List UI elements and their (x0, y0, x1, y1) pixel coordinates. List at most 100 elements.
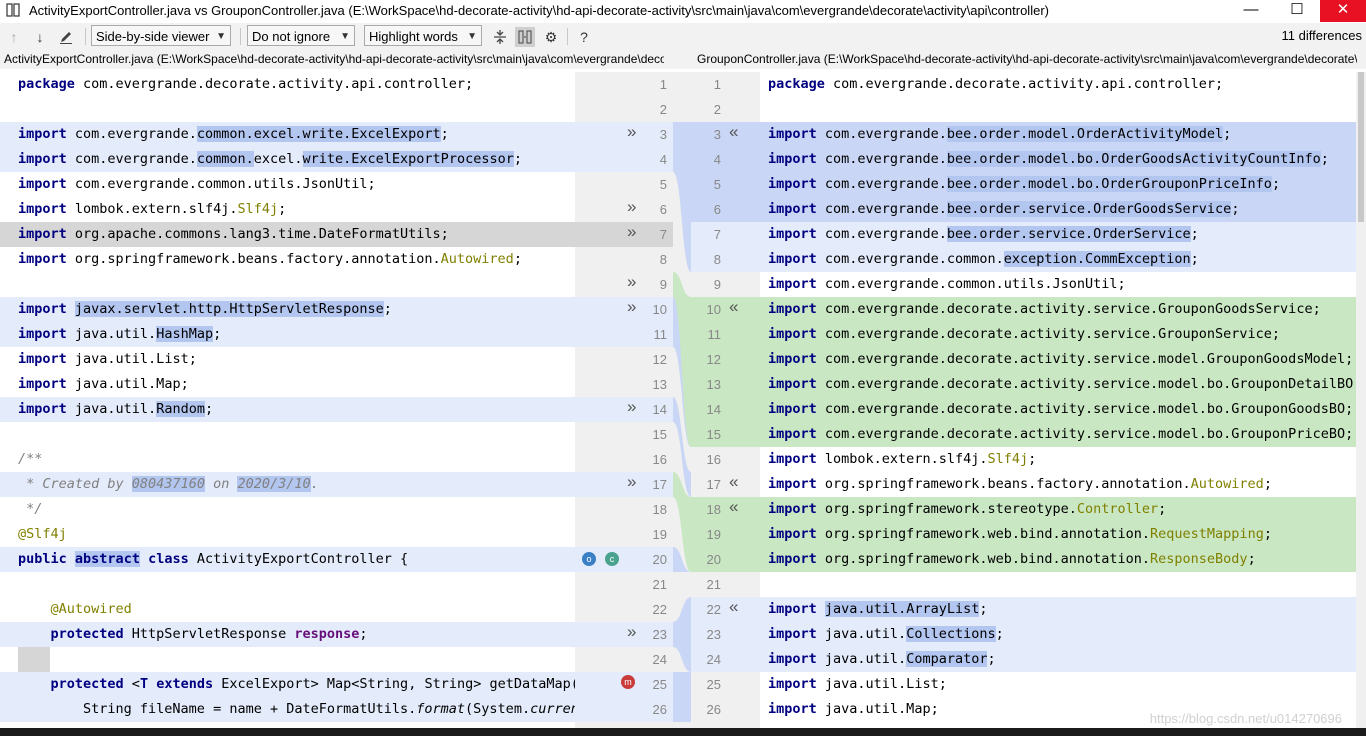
left-code-line[interactable]: package com.evergrande.decorate.activity… (0, 72, 575, 97)
left-code-line[interactable] (0, 572, 575, 597)
class-icon[interactable]: c (605, 552, 619, 566)
left-code-line[interactable]: import org.apache.commons.lang3.time.Dat… (0, 222, 575, 247)
left-code-line[interactable]: import lombok.extern.slf4j.Slf4j; (0, 197, 575, 222)
left-editor-pane[interactable]: package com.evergrande.decorate.activity… (0, 72, 575, 728)
right-code-line[interactable]: import org.springframework.web.bind.anno… (760, 522, 1356, 547)
right-code-line[interactable]: import com.evergrande.decorate.activity.… (760, 322, 1356, 347)
left-code-line[interactable]: import org.springframework.beans.factory… (0, 247, 575, 272)
chevron-down-icon: ▼ (216, 31, 226, 42)
left-code-text: import com.evergrande.common.excel.write… (18, 151, 522, 167)
apply-right-chevron-icon[interactable]: » (627, 622, 637, 641)
right-code-line[interactable]: import com.evergrande.bee.order.model.bo… (760, 172, 1356, 197)
vertical-scrollbar[interactable] (1356, 72, 1366, 728)
right-code-line[interactable]: package com.evergrande.decorate.activity… (760, 72, 1356, 97)
sync-scroll-icon[interactable] (515, 27, 535, 47)
right-code-line[interactable]: import com.evergrande.decorate.activity.… (760, 297, 1356, 322)
apply-left-chevron-icon[interactable]: « (729, 472, 739, 491)
right-code-line[interactable]: import java.util.Comparator; (760, 647, 1356, 672)
apply-left-chevron-icon[interactable]: « (729, 497, 739, 516)
left-code-text: package com.evergrande.decorate.activity… (18, 76, 474, 92)
minimize-button[interactable]: — (1243, 1, 1259, 18)
highlight-mode-select[interactable]: Highlight words ▼ (364, 25, 482, 46)
apply-left-chevron-icon[interactable]: « (729, 122, 739, 141)
apply-right-chevron-icon[interactable]: » (627, 197, 637, 216)
left-code-line[interactable] (0, 647, 575, 672)
right-code-line[interactable]: import java.util.ArrayList; (760, 597, 1356, 622)
file-path-bar: ActivityExportController.java (E:\WorkSp… (0, 50, 1366, 69)
right-code-line[interactable] (760, 572, 1356, 597)
right-code-line[interactable]: import java.util.List; (760, 672, 1356, 697)
right-code-line[interactable]: import com.evergrande.decorate.activity.… (760, 397, 1356, 422)
left-code-text: protected <T extends ExcelExport> Map<St… (50, 676, 575, 692)
right-code-line[interactable]: import com.evergrande.decorate.activity.… (760, 422, 1356, 447)
next-difference-icon[interactable]: ↓ (36, 29, 44, 45)
method-icon[interactable]: m (621, 675, 635, 689)
right-code-line[interactable]: import java.util.Collections; (760, 622, 1356, 647)
left-code-line[interactable]: import java.util.Map; (0, 372, 575, 397)
collapse-unchanged-icon[interactable] (490, 27, 510, 47)
apply-right-chevron-icon[interactable]: » (627, 297, 637, 316)
viewer-mode-select[interactable]: Side-by-side viewer ▼ (91, 25, 231, 46)
whitespace-mode-select[interactable]: Do not ignore ▼ (247, 25, 355, 46)
apply-left-chevron-icon[interactable]: « (729, 297, 739, 316)
apply-right-chevron-icon[interactable]: » (627, 222, 637, 241)
scrollbar-thumb[interactable] (1358, 72, 1364, 222)
implemented-icon[interactable]: o (582, 552, 596, 566)
left-line-number: 3 (659, 127, 667, 142)
left-code-line[interactable]: * Created by 080437160 on 2020/3/10. (0, 472, 575, 497)
right-code-line[interactable]: import java.util.Map; (760, 697, 1356, 722)
left-code-line[interactable]: import com.evergrande.common.excel.write… (0, 147, 575, 172)
right-code-line[interactable] (760, 97, 1356, 122)
left-code-line[interactable]: import java.util.HashMap; (0, 322, 575, 347)
gutter-change-band (575, 122, 673, 147)
apply-left-chevron-icon[interactable]: « (729, 597, 739, 616)
left-code-line[interactable]: @Autowired (0, 597, 575, 622)
left-code-line[interactable]: String fileName = name + DateFormatUtils… (0, 697, 575, 722)
right-code-line[interactable]: import com.evergrande.decorate.activity.… (760, 372, 1356, 397)
left-code-line[interactable]: import com.evergrande.common.utils.JsonU… (0, 172, 575, 197)
left-code-line[interactable]: import java.util.List; (0, 347, 575, 372)
left-code-text: import java.util.Map; (18, 376, 189, 392)
right-code-text: import java.util.Collections; (768, 626, 1004, 642)
apply-right-chevron-icon[interactable]: » (627, 272, 637, 291)
left-code-line[interactable]: /** (0, 447, 575, 472)
previous-difference-icon[interactable]: ↑ (10, 29, 18, 45)
edit-source-icon[interactable] (56, 27, 76, 47)
apply-right-chevron-icon[interactable]: » (627, 122, 637, 141)
left-code-line[interactable] (0, 272, 575, 297)
apply-right-chevron-icon[interactable]: » (627, 472, 637, 491)
right-code-line[interactable]: import com.evergrande.bee.order.model.bo… (760, 147, 1356, 172)
left-code-line[interactable]: @Slf4j (0, 522, 575, 547)
left-code-line[interactable] (0, 97, 575, 122)
right-code-text: import com.evergrande.decorate.activity.… (768, 376, 1356, 392)
right-code-line[interactable]: import org.springframework.beans.factory… (760, 472, 1356, 497)
right-code-line[interactable]: import com.evergrande.bee.order.service.… (760, 222, 1356, 247)
right-code-line[interactable]: import org.springframework.stereotype.Co… (760, 497, 1356, 522)
left-code-line[interactable]: import javax.servlet.http.HttpServletRes… (0, 297, 575, 322)
right-code-line[interactable]: import com.evergrande.bee.order.model.Or… (760, 122, 1356, 147)
right-code-line[interactable]: import com.evergrande.common.exception.C… (760, 247, 1356, 272)
chevron-down-icon: ▼ (467, 31, 477, 42)
right-editor-pane[interactable]: package com.evergrande.decorate.activity… (760, 72, 1356, 728)
right-code-line[interactable]: import com.evergrande.common.utils.JsonU… (760, 272, 1356, 297)
left-code-line[interactable]: protected <T extends ExcelExport> Map<St… (0, 672, 575, 697)
apply-right-chevron-icon[interactable]: » (627, 397, 637, 416)
gear-icon[interactable]: ⚙ (544, 29, 558, 45)
right-line-number: 1 (713, 77, 721, 92)
left-code-line[interactable]: public abstract class ActivityExportCont… (0, 547, 575, 572)
right-code-line[interactable]: import org.springframework.web.bind.anno… (760, 547, 1356, 572)
left-code-line[interactable]: */ (0, 497, 575, 522)
left-code-text: import com.evergrande.common.excel.write… (18, 126, 449, 142)
left-code-line[interactable]: import java.util.Random; (0, 397, 575, 422)
right-code-line[interactable]: import com.evergrande.bee.order.service.… (760, 197, 1356, 222)
left-code-line[interactable] (0, 422, 575, 447)
gutter-change-band (691, 122, 760, 147)
right-code-text: import com.evergrande.decorate.activity.… (768, 426, 1354, 442)
close-button[interactable]: ✕ (1320, 0, 1366, 22)
right-code-line[interactable]: import com.evergrande.decorate.activity.… (760, 347, 1356, 372)
help-icon[interactable]: ? (580, 29, 588, 45)
right-code-line[interactable]: import lombok.extern.slf4j.Slf4j; (760, 447, 1356, 472)
left-code-line[interactable]: import com.evergrande.common.excel.write… (0, 122, 575, 147)
left-code-line[interactable]: protected HttpServletResponse response; (0, 622, 575, 647)
maximize-button[interactable]: ☐ (1290, 1, 1304, 18)
